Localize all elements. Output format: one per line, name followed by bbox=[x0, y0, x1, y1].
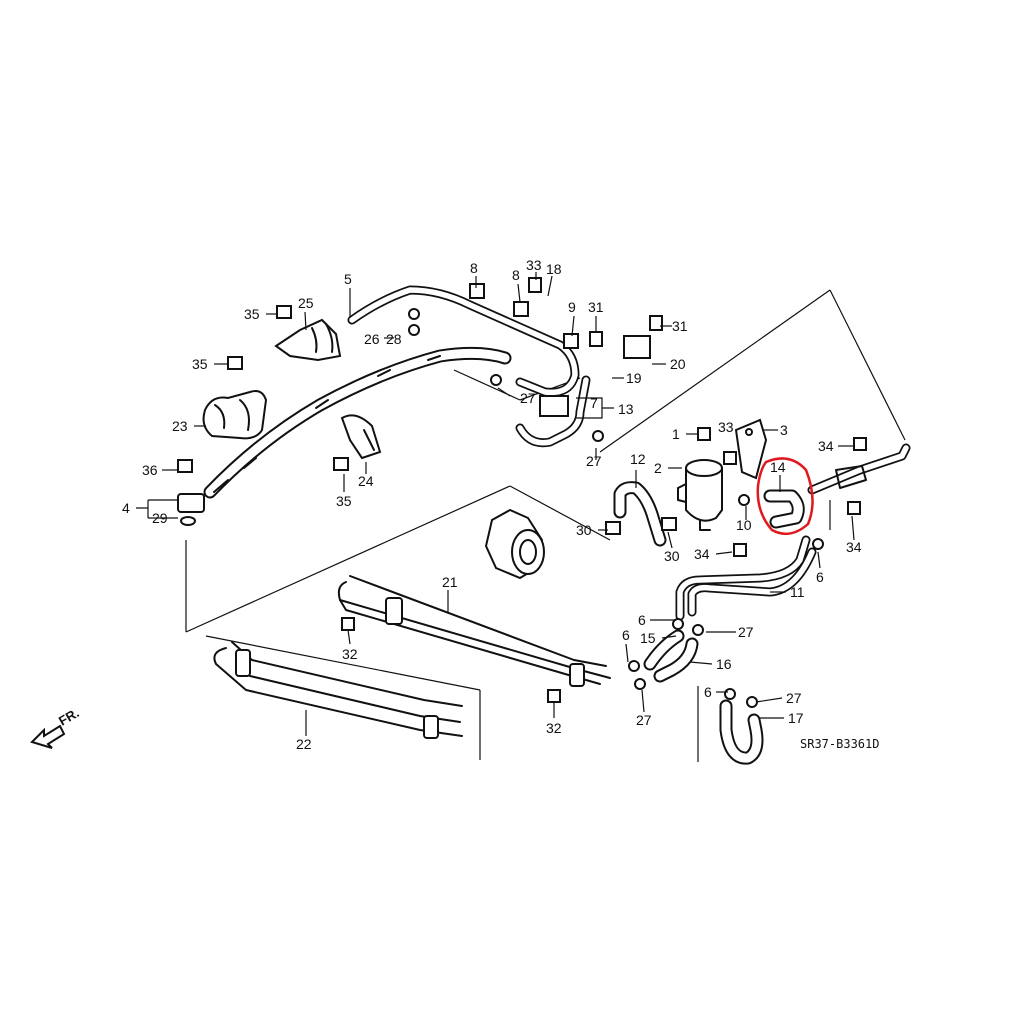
bolts bbox=[177, 277, 867, 708]
pipe-11 bbox=[675, 535, 817, 621]
callout-4: 4 bbox=[122, 500, 130, 516]
callout-6: 6 bbox=[816, 569, 824, 585]
diagram-reference-code: SR37-B3361D bbox=[800, 737, 879, 751]
callout-24: 24 bbox=[358, 473, 374, 489]
callout-34: 34 bbox=[846, 539, 862, 555]
callout-34: 34 bbox=[818, 438, 834, 454]
callout-14: 14 bbox=[770, 459, 786, 475]
callout-36: 36 bbox=[142, 462, 158, 478]
clamp-25 bbox=[274, 318, 342, 362]
callout-35: 35 bbox=[336, 493, 352, 509]
callout-30: 30 bbox=[664, 548, 680, 564]
callout-27: 27 bbox=[586, 453, 602, 469]
callout-21: 21 bbox=[442, 574, 458, 590]
callout-15: 15 bbox=[640, 630, 656, 646]
callout-1: 1 bbox=[672, 426, 680, 442]
main-return-line bbox=[203, 346, 512, 499]
callout-20: 20 bbox=[670, 356, 686, 372]
callout-26: 26 bbox=[364, 331, 380, 347]
callout-8: 8 bbox=[470, 260, 478, 276]
callout-32: 32 bbox=[546, 720, 562, 736]
callout-5: 5 bbox=[344, 271, 352, 287]
callout-31: 31 bbox=[672, 318, 688, 334]
callout-6: 6 bbox=[704, 684, 712, 700]
connector-4 bbox=[177, 493, 205, 526]
reservoir-2 bbox=[677, 459, 723, 531]
callout-19: 19 bbox=[626, 370, 642, 386]
callout-34: 34 bbox=[694, 546, 710, 562]
callout-23: 23 bbox=[172, 418, 188, 434]
callout-31: 31 bbox=[588, 299, 604, 315]
callout-33: 33 bbox=[718, 419, 734, 435]
callout-12: 12 bbox=[630, 451, 646, 467]
hose-14 bbox=[763, 489, 805, 529]
cooler-22 bbox=[213, 641, 463, 739]
callout-27: 27 bbox=[738, 624, 754, 640]
callout-3: 3 bbox=[780, 422, 788, 438]
bracket-3 bbox=[734, 418, 768, 480]
callout-35: 35 bbox=[244, 306, 260, 322]
hoses-15-16 bbox=[643, 629, 699, 683]
callout-9: 9 bbox=[568, 299, 576, 315]
callout-13: 13 bbox=[618, 401, 634, 417]
front-direction-marker: FR. bbox=[30, 705, 82, 749]
upper-pressure-pipe bbox=[347, 285, 580, 397]
callout-25: 25 bbox=[298, 295, 314, 311]
callout-32: 32 bbox=[342, 646, 358, 662]
front-arrow-icon bbox=[30, 724, 66, 749]
callout-27: 27 bbox=[636, 712, 652, 728]
clamp-24 bbox=[340, 414, 382, 460]
callout-17: 17 bbox=[788, 710, 804, 726]
callout-6: 6 bbox=[622, 627, 630, 643]
callout-30: 30 bbox=[576, 522, 592, 538]
callout-33: 33 bbox=[526, 257, 542, 273]
callout-11: 11 bbox=[790, 584, 805, 600]
perspective-guides bbox=[185, 289, 906, 762]
highlight-ring bbox=[756, 457, 814, 536]
hose-17 bbox=[719, 699, 764, 765]
hose-12 bbox=[613, 481, 667, 547]
callout-18: 18 bbox=[546, 261, 562, 277]
callout-22: 22 bbox=[296, 736, 312, 752]
callout-7: 7 bbox=[590, 395, 598, 411]
callout-27: 27 bbox=[786, 690, 802, 706]
leader-lines bbox=[136, 272, 855, 736]
cooler-21 bbox=[337, 575, 611, 687]
callout-27: 27 bbox=[520, 390, 536, 406]
callout-16: 16 bbox=[716, 656, 732, 672]
right-pipe bbox=[807, 443, 911, 495]
pump-bracket-inset bbox=[484, 508, 545, 580]
callout-2: 2 bbox=[654, 460, 662, 476]
callout-35: 35 bbox=[192, 356, 208, 372]
clamp-23 bbox=[202, 390, 268, 440]
callout-10: 10 bbox=[736, 517, 752, 533]
callout-8: 8 bbox=[512, 267, 520, 283]
callout-labels: 5 35 25 35 23 36 4 29 35 24 26 28 8 8 33… bbox=[122, 257, 862, 752]
callout-6: 6 bbox=[638, 612, 646, 628]
callout-29: 29 bbox=[152, 510, 168, 526]
callout-28: 28 bbox=[386, 331, 402, 347]
